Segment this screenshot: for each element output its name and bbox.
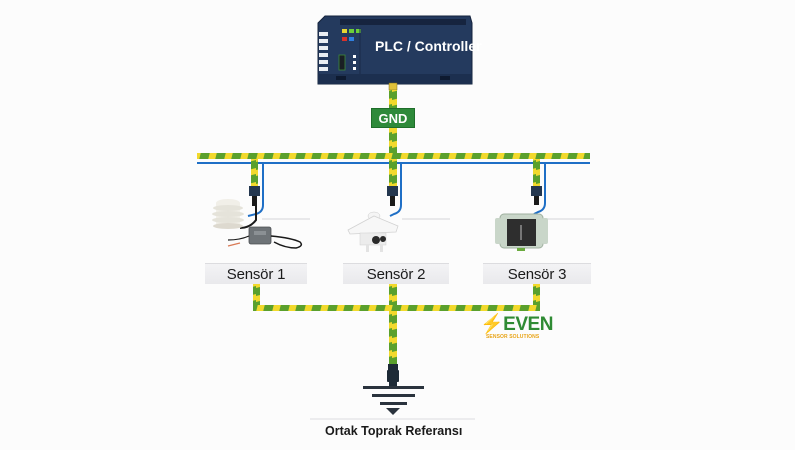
status-led bbox=[342, 29, 347, 33]
sensor-2-label: Sensör 2 bbox=[343, 263, 449, 284]
status-led bbox=[356, 29, 361, 33]
ground-caption: Ortak Toprak Referansı bbox=[325, 424, 463, 438]
earth-ground-icon bbox=[363, 364, 424, 415]
sensor-1-label: Sensör 1 bbox=[205, 263, 307, 284]
green-connector bbox=[338, 54, 346, 71]
sensor-3-earth-lead bbox=[533, 284, 540, 310]
status-led bbox=[349, 37, 354, 41]
status-leds bbox=[342, 29, 361, 41]
earth-wire-main bbox=[389, 90, 397, 170]
sensor-3-device bbox=[495, 213, 548, 251]
sensor-2-device bbox=[347, 211, 399, 252]
sensor-drops bbox=[247, 159, 546, 217]
earth-bus bbox=[197, 153, 590, 159]
sensor-2-earth-lead bbox=[389, 284, 397, 364]
status-led bbox=[342, 37, 347, 41]
gnd-terminal bbox=[388, 82, 398, 91]
logo-wordmark: EVEN bbox=[503, 314, 553, 335]
status-led bbox=[349, 29, 354, 33]
sensor-3-label: Sensör 3 bbox=[483, 263, 591, 284]
sensor-1-device bbox=[212, 199, 303, 249]
gnd-tag: GND bbox=[371, 108, 415, 128]
terminal-block bbox=[319, 32, 328, 71]
plc-title: PLC / Controller bbox=[375, 38, 482, 54]
seven-logo: ⚡EVEN SENSOR SOLUTIONS bbox=[480, 314, 553, 340]
plc-controller bbox=[317, 15, 473, 91]
bolt-icon: ⚡ bbox=[480, 314, 504, 335]
earth-collector-bus bbox=[253, 305, 540, 311]
logo-tagline: SENSOR SOLUTIONS bbox=[486, 334, 540, 340]
sensor-1-earth-lead bbox=[253, 284, 260, 310]
